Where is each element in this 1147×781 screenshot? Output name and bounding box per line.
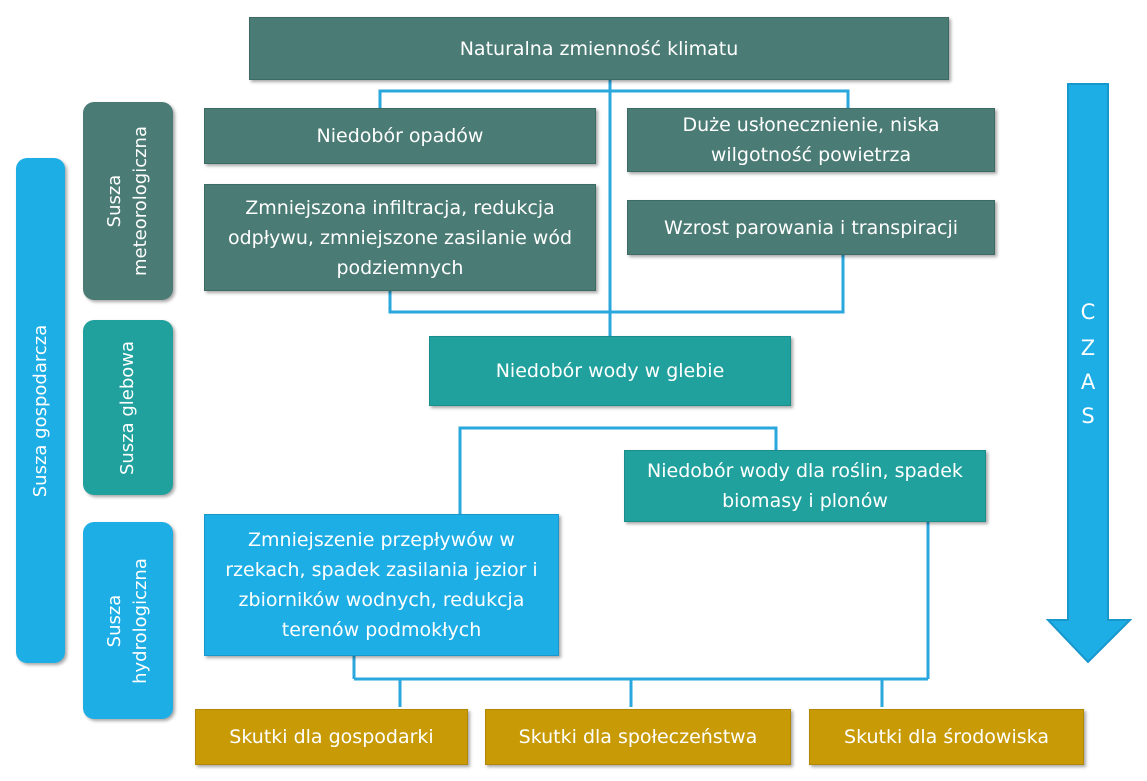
meteorological-drought-label: Susza meteorologiczna bbox=[83, 102, 173, 300]
time-letter-a: A bbox=[1080, 370, 1096, 394]
hydrological-drought-label: Susza hydrologiczna bbox=[83, 522, 173, 719]
time-letter-z: Z bbox=[1080, 336, 1096, 360]
time-arrow bbox=[1045, 83, 1133, 664]
soil-water-deficit-box: Niedobór wody w glebie bbox=[429, 336, 791, 406]
effects-economy-box: Skutki dla gospodarki bbox=[195, 709, 468, 765]
effects-environment-box: Skutki dla środowiska bbox=[809, 709, 1084, 765]
soil-drought-label: Susza glebowa bbox=[83, 320, 173, 495]
precipitation-deficit-box: Niedobór opadów bbox=[204, 108, 596, 164]
plant-water-deficit-box: Niedobór wody dla roślin, spadek biomasy… bbox=[624, 450, 986, 522]
high-insolation-box: Duże usłonecznienie, niska wilgotność po… bbox=[627, 108, 995, 172]
time-letter-c: C bbox=[1080, 300, 1096, 324]
effects-society-box: Skutki dla społeczeństwa bbox=[485, 709, 791, 765]
reduced-flows-box: Zmniejszenie przepływów w rzekach, spade… bbox=[204, 514, 559, 656]
natural-climate-variability-box: Naturalna zmienność klimatu bbox=[249, 17, 949, 80]
increased-evaporation-box: Wzrost parowania i transpiracji bbox=[627, 200, 995, 255]
reduced-infiltration-box: Zmniejszona infiltracja, redukcja odpływ… bbox=[204, 184, 596, 291]
economic-drought-label: Susza gospodarcza bbox=[16, 158, 65, 663]
time-letter-s: S bbox=[1081, 404, 1095, 428]
